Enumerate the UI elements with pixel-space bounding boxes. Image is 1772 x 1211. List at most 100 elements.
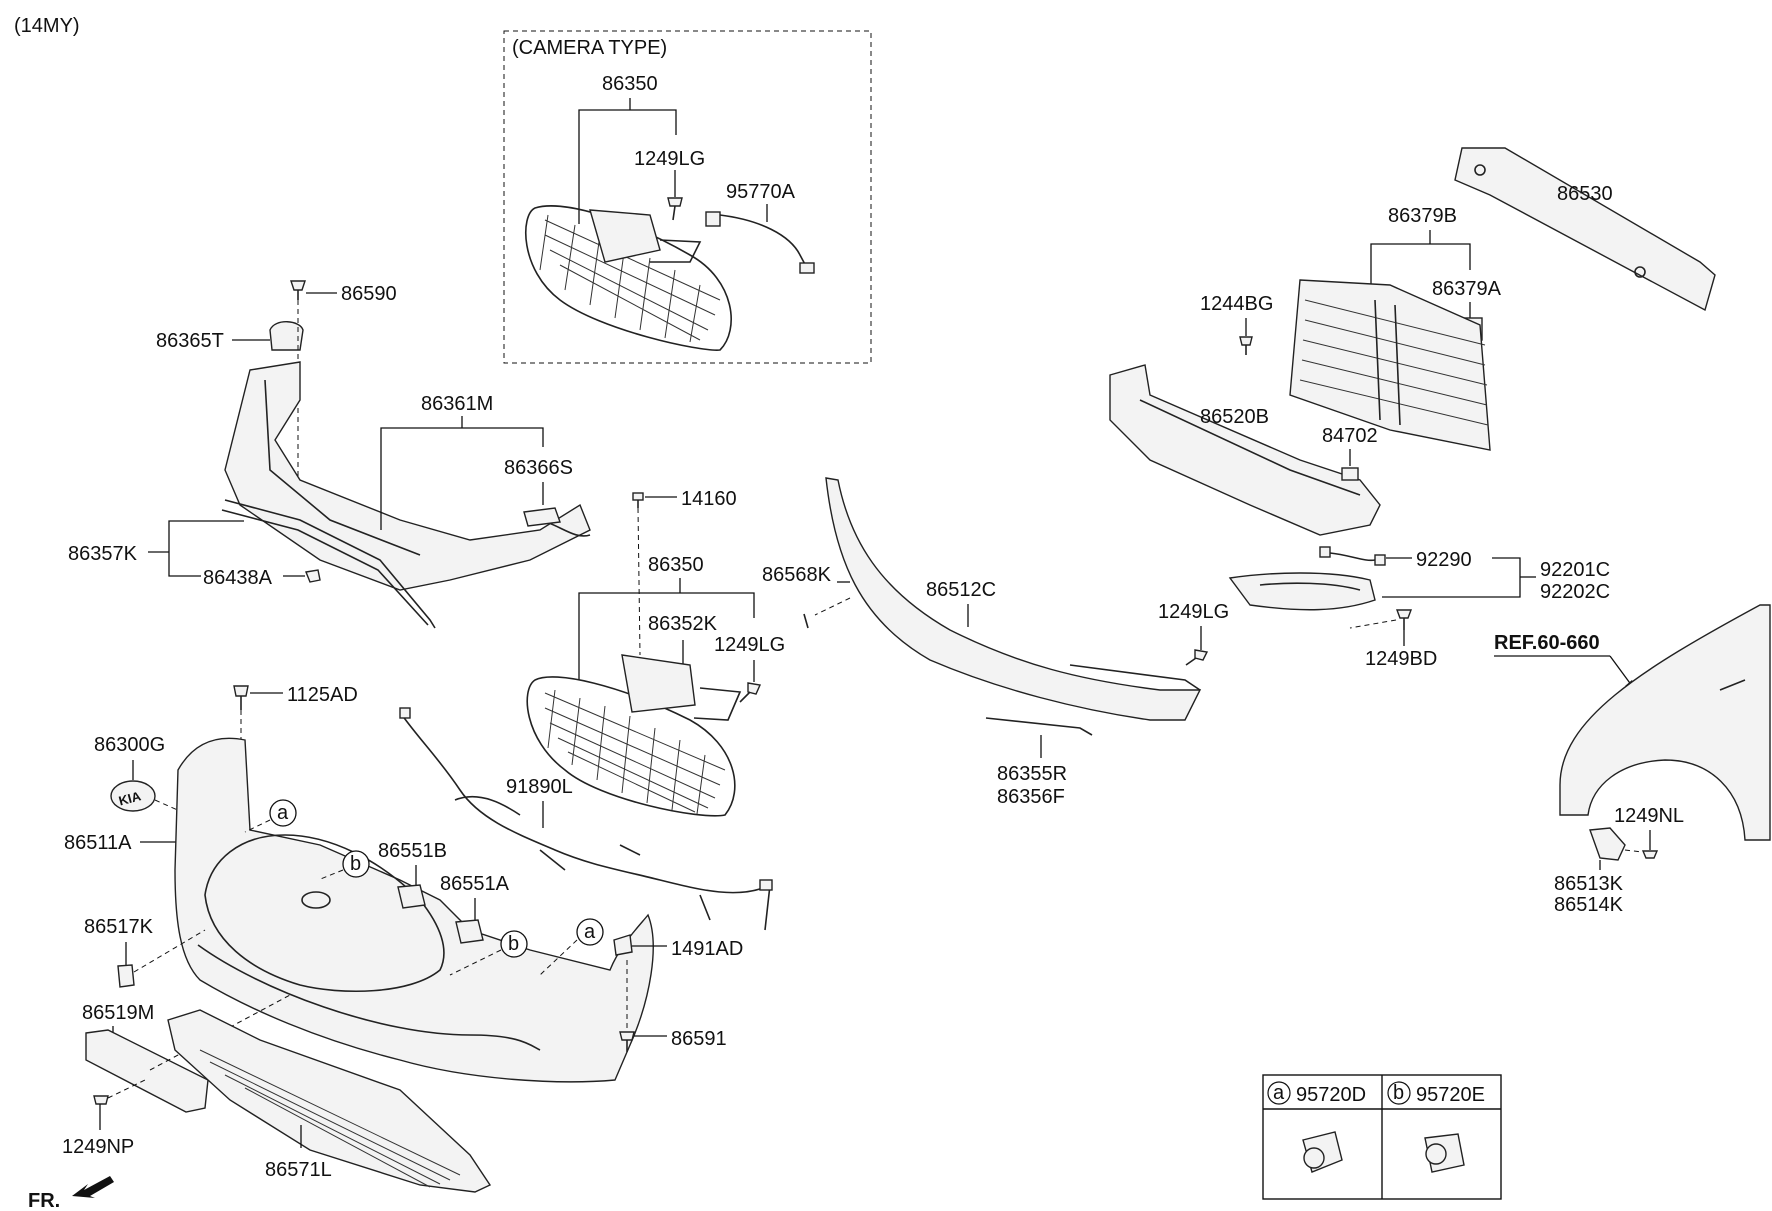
nut-1491AD: [613, 934, 633, 956]
bolt-1244BG: [1239, 336, 1253, 355]
fender: [1559, 604, 1771, 841]
label-86512C: 86512C: [926, 579, 996, 601]
bolt-1249LG-mid: [739, 682, 762, 703]
label-84702: 84702: [1322, 425, 1378, 447]
label-92202C: 92202C: [1540, 581, 1610, 603]
front-direction-label: FR.: [28, 1190, 60, 1211]
label-ref-60-660: REF.60-660: [1494, 632, 1600, 654]
label-86517K: 86517K: [84, 916, 154, 938]
bolt-1249LG-top: [667, 197, 683, 221]
label-86511A: 86511A: [64, 832, 132, 854]
camera-harness-95770A: [705, 211, 815, 274]
label-1125AD: 1125AD: [287, 684, 358, 706]
screw-14160: [632, 492, 644, 508]
bolt-1249LG-right: [1185, 649, 1209, 666]
label-86357K: 86357K: [68, 543, 138, 565]
model-year-label: (14MY): [14, 15, 80, 37]
legend-b-key: b: [1393, 1082, 1404, 1104]
lower-cover-86512C: [825, 477, 1202, 721]
label-1249NL: 1249NL: [1614, 805, 1684, 827]
kia-emblem-86300G: KIA: [110, 780, 156, 812]
label-1249BD: 1249BD: [1365, 648, 1437, 670]
label-86300G: 86300G: [94, 734, 165, 756]
label-86438A: 86438A: [203, 567, 273, 589]
label-86568K: 86568K: [762, 564, 832, 586]
bracket-86551B: [397, 884, 426, 909]
parking-sensor-95720E: [1424, 1133, 1465, 1173]
label-86350-mid: 86350: [648, 554, 704, 576]
callout-a-1-text: a: [277, 802, 289, 824]
label-1249LG-right: 1249LG: [1158, 601, 1229, 623]
callout-b-1: b: [342, 850, 370, 878]
label-86352K: 86352K: [648, 613, 718, 635]
bracket-86551A: [455, 919, 484, 944]
callout-a-2: a: [576, 918, 604, 946]
fog-lamp-92201C: [1228, 572, 1376, 611]
label-86571L: 86571L: [265, 1159, 332, 1181]
screw-1249NP: [93, 1095, 109, 1105]
label-91890L: 91890L: [506, 776, 573, 798]
lamp-bulb-92290: [1319, 546, 1386, 566]
clip-86568K: [803, 613, 809, 629]
label-86361M: 86361M: [421, 393, 493, 415]
label-86513K: 86513K: [1554, 873, 1624, 895]
molding-86357K: [221, 499, 436, 629]
cap-86365T: [269, 321, 304, 351]
callout-b-2: b: [500, 930, 528, 958]
seal-84702: [1341, 467, 1359, 481]
radiator-grille-86350: [526, 654, 742, 817]
label-1244BG: 1244BG: [1200, 293, 1273, 315]
label-86379A: 86379A: [1432, 278, 1502, 300]
label-86356F: 86356F: [997, 786, 1065, 808]
license-plate-bracket-86519M: [85, 1029, 209, 1113]
bolt-1125AD: [233, 685, 249, 710]
wiring-harness-91890L: [399, 707, 773, 931]
parking-sensor-95720D: [1302, 1131, 1343, 1173]
label-86591: 86591: [671, 1028, 727, 1050]
label-1491AD: 1491AD: [671, 938, 743, 960]
label-86514K: 86514K: [1554, 894, 1624, 916]
emblem-text: KIA: [117, 788, 143, 808]
under-cover-86571L: [167, 1009, 492, 1193]
label-86519M: 86519M: [82, 1002, 154, 1024]
legend-a-key: a: [1273, 1082, 1285, 1104]
bracket-86513K: [1589, 827, 1626, 861]
legend-b-part: 95720E: [1416, 1084, 1485, 1106]
camera-type-box: (CAMERA TYPE) 86350 1249LG 95770A: [503, 30, 872, 364]
label-1249NP: 1249NP: [62, 1136, 134, 1158]
bumper-beam-86530: [1454, 147, 1716, 312]
front-arrow-icon: [72, 1176, 114, 1198]
clip-86590: [290, 280, 306, 300]
screw-86591: [619, 1031, 635, 1052]
clip-86438A: [305, 569, 321, 583]
label-86530: 86530: [1557, 183, 1613, 205]
bolt-1249NL: [1641, 850, 1659, 859]
absorber-86520B: [1109, 364, 1381, 536]
legend-a-part: 95720D: [1296, 1084, 1366, 1106]
camera-box-title: (CAMERA TYPE): [512, 37, 667, 59]
label-14160: 14160: [681, 488, 737, 510]
label-95770A: 95770A: [726, 181, 796, 203]
label-86350-top: 86350: [602, 73, 658, 95]
callout-b-2-text: b: [508, 933, 519, 955]
label-92290: 92290: [1416, 549, 1472, 571]
label-86355R: 86355R: [997, 763, 1067, 785]
label-86379B: 86379B: [1388, 205, 1457, 227]
callout-a-1: a: [269, 799, 297, 827]
radiator-grille-camera: [525, 205, 732, 351]
sensor-legend-table: a 95720D b 95720E: [1262, 1074, 1502, 1200]
label-92201C: 92201C: [1540, 559, 1610, 581]
label-86365T: 86365T: [156, 330, 224, 352]
callout-a-2-text: a: [584, 921, 596, 943]
label-86551A: 86551A: [440, 873, 510, 895]
front-bumper-cover-86511A: [174, 737, 654, 1083]
cover-86517K: [117, 964, 135, 988]
label-86520B: 86520B: [1200, 406, 1269, 428]
label-1249LG-top: 1249LG: [634, 148, 705, 170]
bolt-1249BD: [1395, 609, 1413, 630]
callout-b-1-text: b: [350, 853, 361, 875]
active-air-flap-86379B: [1289, 279, 1491, 451]
seal-86366S: [523, 507, 561, 527]
label-86366S: 86366S: [504, 457, 573, 479]
